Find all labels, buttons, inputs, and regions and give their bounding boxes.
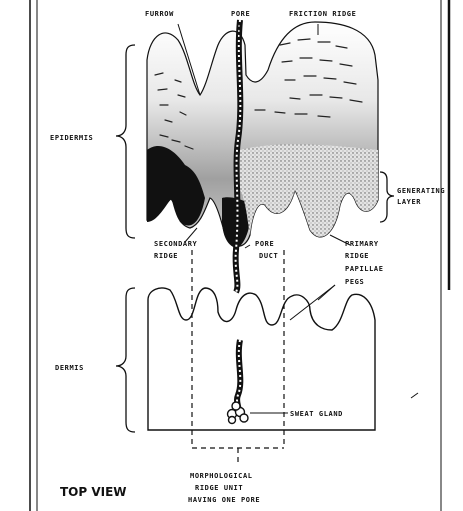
pore-duct-upper	[236, 20, 241, 292]
label-secondary-2: RIDGE	[154, 252, 178, 260]
dermis-brace	[116, 288, 135, 432]
label-top-view: TOP VIEW	[60, 485, 127, 499]
label-friction-ridge: FRICTION RIDGE	[289, 10, 356, 18]
label-furrow: FURROW	[145, 10, 174, 18]
label-primary-2: RIDGE	[345, 252, 369, 260]
epidermis-brace	[116, 45, 135, 238]
label-secondary-1: SECONDARY	[154, 240, 198, 248]
label-papillae-2: PEGS	[345, 278, 364, 286]
label-primary-1: PRIMARY	[345, 240, 379, 248]
label-dermis: DERMIS	[55, 364, 84, 372]
label-pore-duct-1: PORE	[255, 240, 274, 248]
generating-layer-brace	[380, 172, 394, 222]
dermis-layer	[148, 288, 375, 430]
label-morph-2: RIDGE UNIT	[195, 484, 243, 492]
label-generating-2: LAYER	[397, 198, 421, 206]
label-epidermis: EPIDERMIS	[50, 134, 93, 142]
epidermis-layer	[147, 22, 378, 248]
label-generating-1: GENERATING	[397, 187, 445, 195]
label-sweat-gland: SWEAT GLAND	[290, 410, 343, 418]
label-pore: PORE	[231, 10, 250, 18]
label-papillae-1: PAPILLAE	[345, 265, 384, 273]
label-morph-1: MORPHOLOGICAL	[190, 472, 253, 480]
label-morph-3: HAVING ONE PORE	[188, 496, 260, 504]
label-pore-duct-2: DUCT	[259, 252, 278, 260]
